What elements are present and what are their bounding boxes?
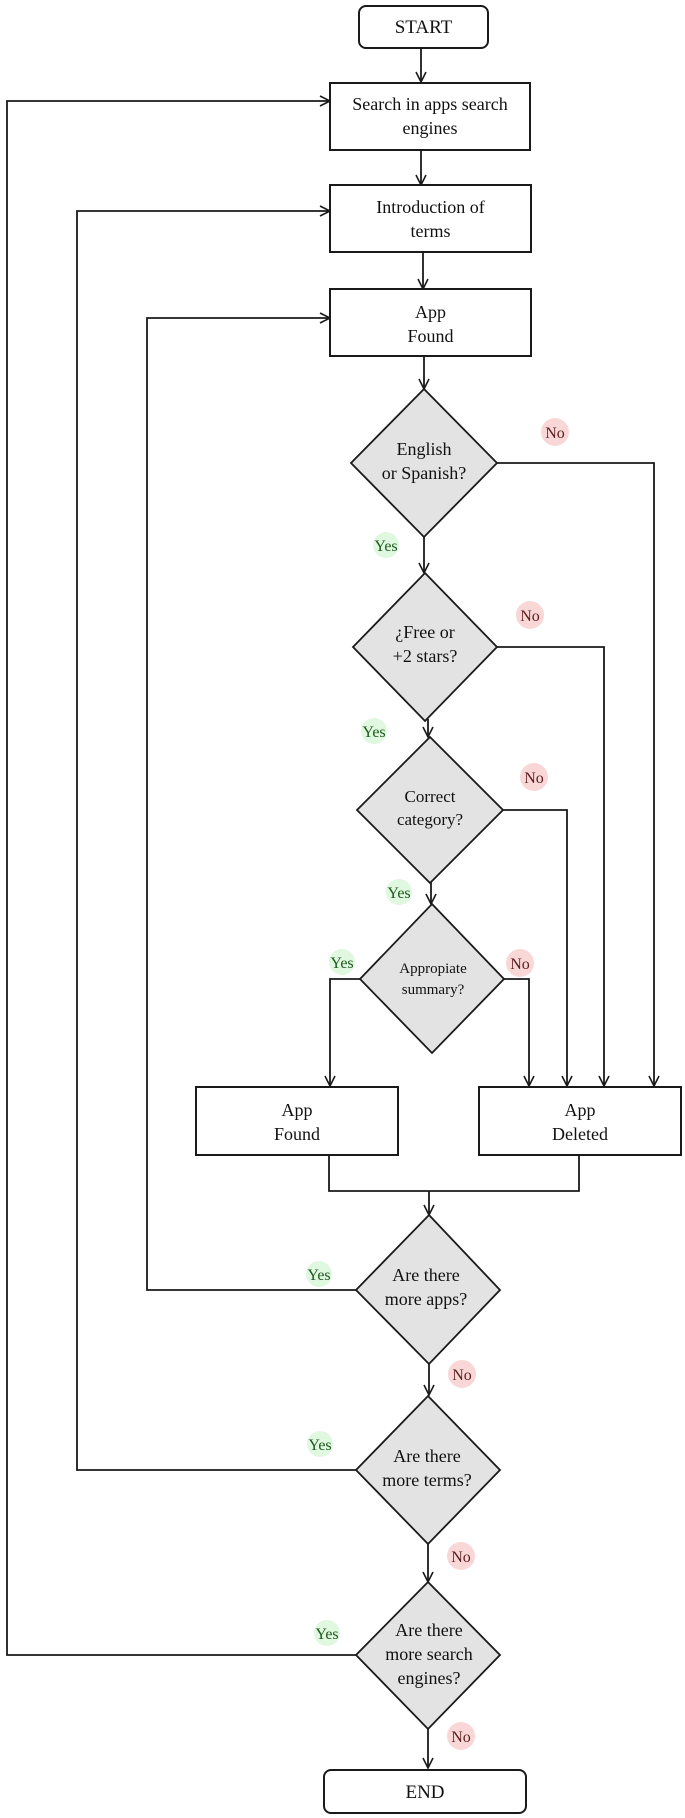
svg-text:Yes: Yes	[330, 955, 353, 972]
free-line1: ¿Free or	[395, 622, 454, 642]
yes-label-more-engines: Yes	[314, 1620, 340, 1646]
svg-text:Yes: Yes	[387, 885, 410, 902]
summary-line1: Appropiate	[399, 961, 467, 977]
connectors	[6, 48, 654, 1768]
svg-text:Yes: Yes	[315, 1626, 338, 1643]
edge-labels: No Yes No Yes No Yes Yes No	[306, 418, 569, 1750]
start-node: START	[358, 5, 489, 49]
more-engines-decision: Are there more search engines?	[354, 1580, 502, 1731]
more-terms-line1: Are there	[393, 1446, 460, 1466]
app-deleted-node: App Deleted	[478, 1086, 682, 1156]
edge-merge-to-moreapps	[328, 1155, 580, 1192]
summary-line2: summary?	[402, 982, 465, 998]
app-found-left-line2: Found	[274, 1124, 320, 1144]
category-decision: Correct category?	[355, 735, 505, 885]
edge-moreapps-yes-loop	[146, 318, 356, 1291]
svg-text:Yes: Yes	[374, 538, 397, 555]
svg-text:No: No	[451, 1729, 471, 1746]
search-label-line2: engines	[403, 118, 458, 138]
yes-label-more-terms: Yes	[307, 1431, 333, 1457]
terms-label-line2: terms	[411, 221, 451, 241]
edge-summary-no-to-deleted	[504, 978, 529, 1086]
yes-label-lang: Yes	[373, 532, 399, 558]
svg-text:No: No	[545, 425, 565, 442]
free-decision: ¿Free or +2 stars?	[351, 571, 499, 723]
svg-text:Yes: Yes	[362, 724, 385, 741]
lang-line1: English	[396, 439, 451, 459]
svg-text:No: No	[452, 1367, 472, 1384]
start-label: START	[395, 17, 453, 38]
edge-lang-no-to-deleted	[497, 462, 654, 1086]
svg-text:No: No	[524, 770, 544, 787]
yes-label-free: Yes	[361, 718, 387, 744]
svg-text:No: No	[451, 1549, 471, 1566]
end-node: END	[323, 1769, 527, 1814]
svg-text:No: No	[510, 956, 530, 973]
edge-moreengines-yes-loop	[6, 101, 356, 1656]
more-apps-line1: Are there	[392, 1265, 459, 1285]
more-apps-line2: more apps?	[385, 1289, 467, 1309]
edge-category-no-to-deleted	[503, 809, 567, 1086]
free-line2: +2 stars?	[393, 646, 458, 666]
category-line1: Correct	[405, 787, 456, 806]
app-found-top-line1: App	[415, 302, 446, 322]
app-found-left-node: App Found	[195, 1086, 399, 1156]
svg-text:No: No	[520, 608, 540, 625]
app-found-left-line1: App	[282, 1100, 313, 1120]
yes-label-category: Yes	[386, 879, 412, 905]
category-line2: category?	[397, 810, 463, 829]
app-deleted-line2: Deleted	[552, 1124, 608, 1144]
no-label-category: No	[520, 763, 548, 791]
more-engines-line2: more search	[385, 1644, 472, 1664]
edge-free-no-to-deleted	[497, 646, 604, 1086]
no-label-lang: No	[541, 418, 569, 446]
app-deleted-line1: App	[565, 1100, 596, 1120]
app-found-top-node: App Found	[329, 288, 532, 357]
lang-decision: English or Spanish?	[349, 387, 499, 539]
more-engines-line3: engines?	[398, 1668, 461, 1688]
yes-label-more-apps: Yes	[306, 1261, 332, 1287]
search-node: Search in apps search engines	[329, 82, 531, 151]
edge-moreterms-yes-loop	[76, 211, 356, 1471]
terms-label-line1: Introduction of	[376, 197, 484, 217]
more-apps-decision: Are there more apps?	[354, 1213, 502, 1366]
end-label: END	[405, 1782, 444, 1803]
no-label-more-terms: No	[447, 1542, 475, 1570]
yes-label-summary: Yes	[329, 949, 355, 975]
more-engines-line1: Are there	[395, 1620, 462, 1640]
terms-node: Introduction of terms	[329, 184, 532, 253]
search-label-line1: Search in apps search	[352, 94, 507, 114]
svg-text:Yes: Yes	[308, 1437, 331, 1454]
no-label-more-engines: No	[447, 1722, 475, 1750]
app-found-top-line2: Found	[407, 326, 453, 346]
more-terms-line2: more terms?	[382, 1470, 471, 1490]
more-terms-decision: Are there more terms?	[354, 1394, 502, 1546]
summary-decision: Appropiate summary?	[358, 902, 506, 1055]
lang-line2: or Spanish?	[382, 463, 467, 483]
no-label-free: No	[516, 601, 544, 629]
no-label-summary: No	[506, 949, 534, 977]
edge-summary-yes-to-appfound	[330, 978, 360, 1086]
svg-text:Yes: Yes	[307, 1267, 330, 1284]
no-label-more-apps: No	[448, 1360, 476, 1388]
